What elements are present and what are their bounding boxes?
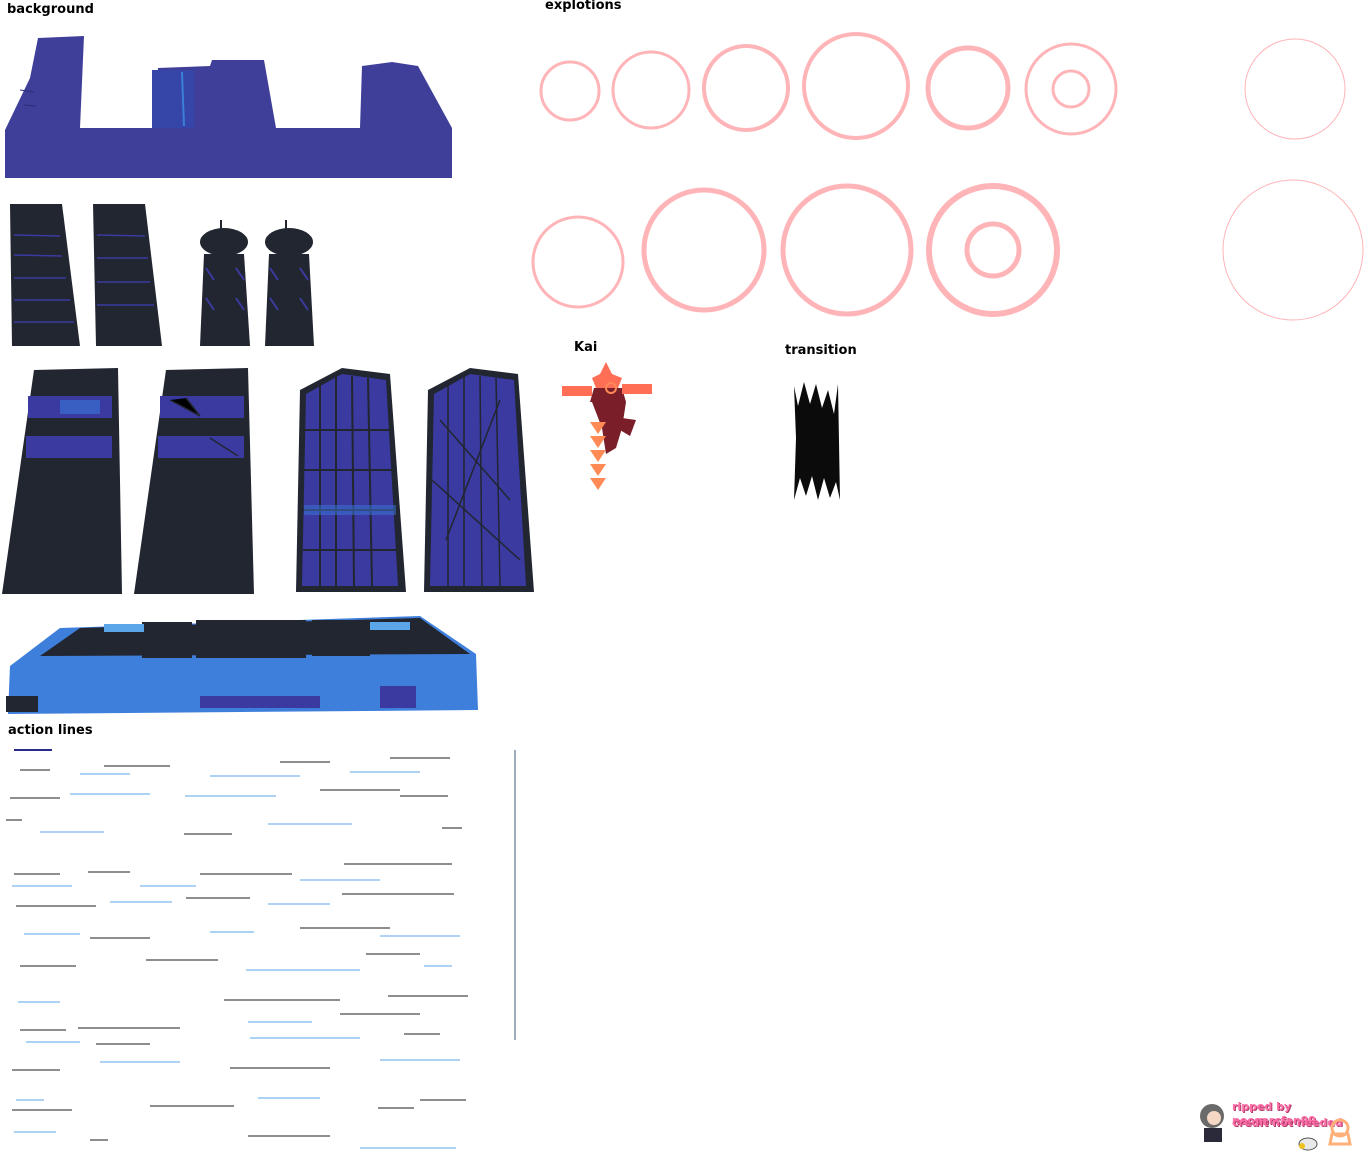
label-transition: transition (785, 343, 857, 358)
label-background: background (7, 2, 94, 17)
label-explosions: explotions (545, 0, 622, 13)
explosion-rings-sprite (531, 32, 1364, 321)
credit-ripped-by: ripped by necoarcfan99 (1232, 1100, 1317, 1127)
label-action-lines: action lines (8, 723, 93, 738)
small-pet-icon (1298, 1137, 1318, 1151)
chibi-girl-icon (1200, 1104, 1224, 1142)
office-buildings-sprite (2, 368, 534, 594)
action-lines-sprite (0, 740, 520, 1160)
transition-sprite (794, 382, 840, 500)
dog-icon (1328, 1118, 1352, 1146)
credit-not-needed: credit not needed (1232, 1116, 1343, 1129)
tall-buildings-sprite (10, 204, 314, 346)
kai-character-sprite (562, 362, 652, 490)
label-kai: Kai (574, 340, 598, 355)
city-skyline-sprite (5, 36, 452, 178)
train-sprite (6, 616, 478, 714)
